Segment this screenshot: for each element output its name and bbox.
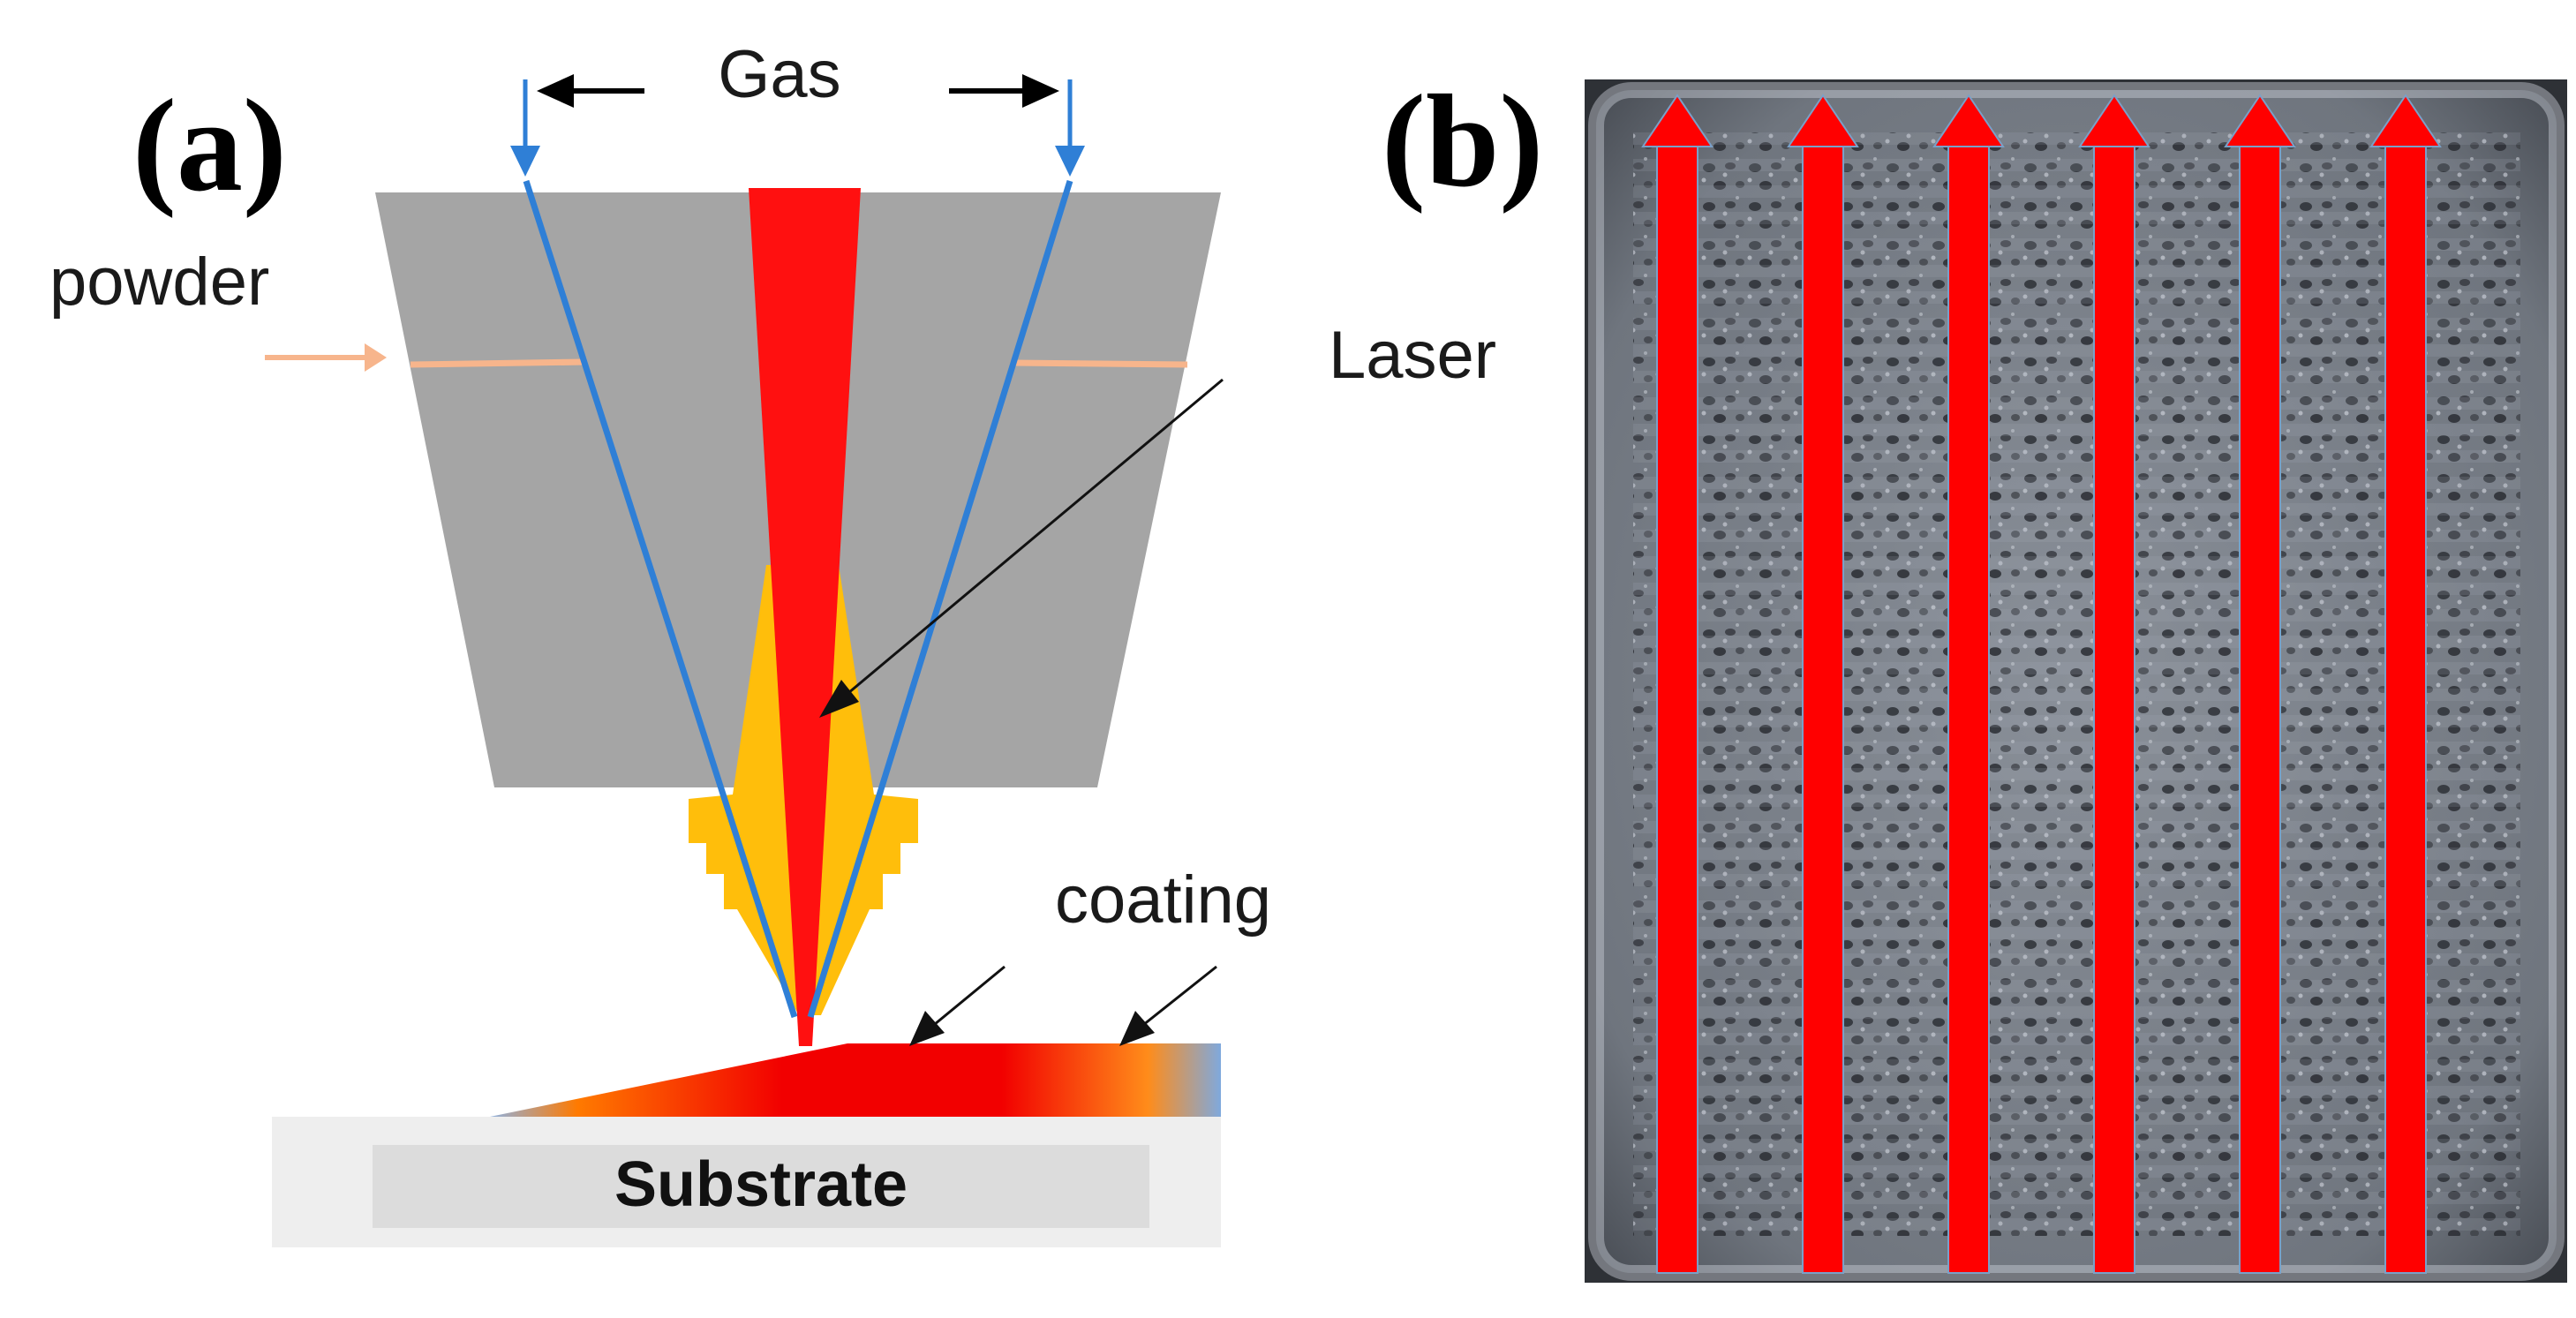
scan-arrow-head-6 (2369, 94, 2442, 147)
substrate-inner (373, 1145, 1149, 1228)
panel-b-label: (b) (1382, 68, 1543, 215)
panel-a-label: (a) (132, 72, 287, 219)
scan-arrow-head-2 (1787, 94, 1859, 147)
gas-channels (510, 79, 1085, 1019)
powder-label: powder (49, 245, 269, 320)
coating-track (490, 1043, 1221, 1117)
scan-direction-arrows (1641, 94, 2442, 1274)
scan-arrow-shaft-5 (2239, 144, 2281, 1274)
sample-photo-streaks (1633, 132, 2520, 1236)
scan-arrow-shaft-1 (1656, 144, 1699, 1274)
coating-label: coating (1055, 862, 1271, 938)
laser-pointer-arrow (819, 378, 1224, 718)
laser-label: Laser (1329, 318, 1496, 393)
coating-pointer-arrows (909, 965, 1217, 1046)
scan-arrow-shaft-4 (2093, 144, 2135, 1274)
gas-label: Gas (718, 37, 840, 112)
gas-arrows (537, 74, 1059, 108)
laser-beam (749, 188, 861, 1046)
sample-photo-edge (1588, 82, 2565, 1281)
powder-feed-lines (265, 343, 1188, 372)
scan-arrow-shaft-3 (1947, 144, 1990, 1274)
substrate-label: Substrate (614, 1149, 908, 1220)
scan-arrow-shaft-2 (1802, 144, 1844, 1274)
panel-a-schematic: (a) Gas powd (49, 37, 1496, 1247)
panel-b-photo: (b) (1382, 68, 2567, 1283)
scan-arrow-head-4 (2078, 94, 2150, 147)
scan-arrow-head-5 (2224, 94, 2296, 147)
scan-arrow-head-3 (1932, 94, 2005, 147)
scan-arrow-shaft-6 (2384, 144, 2427, 1274)
scan-arrow-head-1 (1641, 94, 1714, 147)
